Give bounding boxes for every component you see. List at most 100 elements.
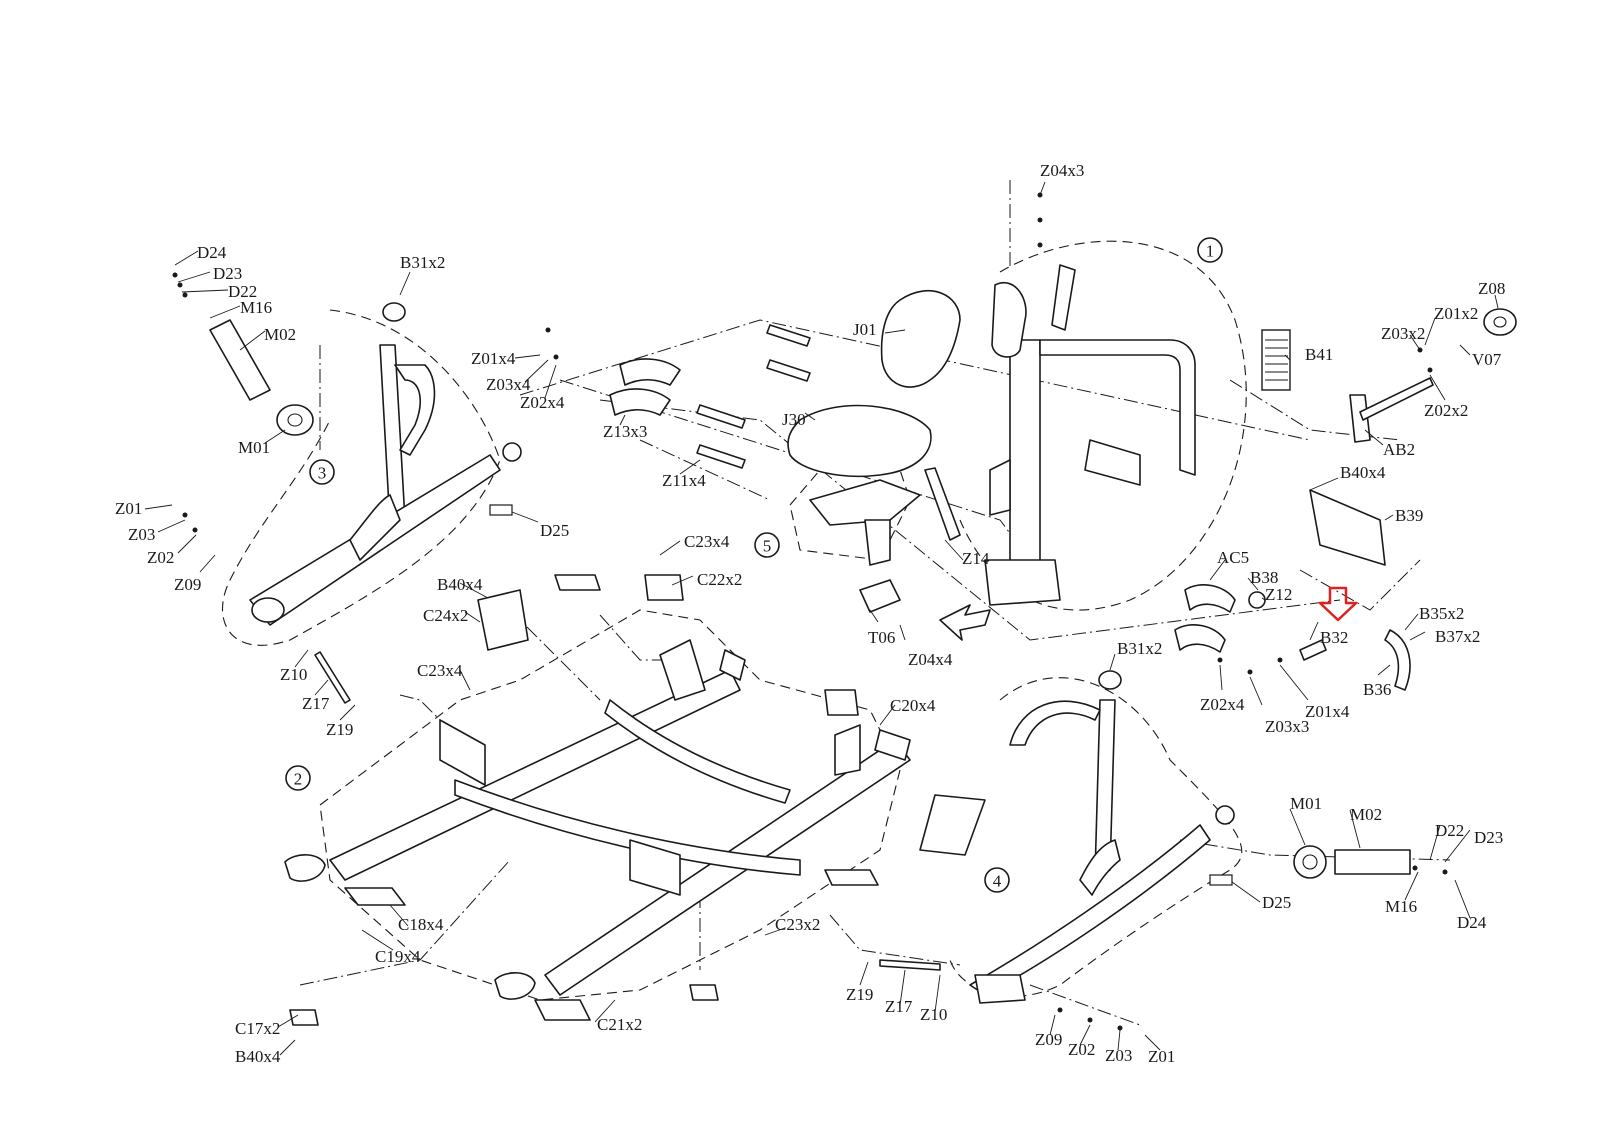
tube-cap bbox=[874, 729, 911, 761]
svg-text:2: 2 bbox=[294, 770, 303, 789]
foot-pad bbox=[344, 887, 406, 906]
axis-line bbox=[509, 609, 601, 701]
cover-plate bbox=[1309, 489, 1386, 566]
axis-line bbox=[599, 399, 1341, 641]
lever-arm bbox=[1174, 584, 1411, 691]
group-marker-5: 5 bbox=[754, 532, 780, 558]
label-c23x4-top: C23x4 bbox=[684, 532, 730, 551]
label-b31x2-top: B31x2 bbox=[400, 253, 445, 272]
label-z11x4: Z11x4 bbox=[662, 471, 706, 490]
label-z01x2: Z01x2 bbox=[1434, 304, 1478, 323]
tube-cap bbox=[824, 689, 859, 716]
spacer bbox=[1209, 874, 1233, 886]
label-t06: T06 bbox=[868, 628, 895, 647]
axis-line bbox=[399, 694, 446, 726]
group-marker-4: 4 bbox=[984, 867, 1010, 893]
label-c23x2: C23x2 bbox=[775, 915, 820, 934]
label-b36: B36 bbox=[1363, 680, 1391, 699]
foot-pad bbox=[289, 1009, 319, 1026]
label-b40x4-top: B40x4 bbox=[437, 575, 483, 594]
label-z02: Z02 bbox=[147, 548, 174, 567]
label-v07: V07 bbox=[1472, 350, 1502, 369]
label-z02-bottom: Z02 bbox=[1068, 1040, 1095, 1059]
pin bbox=[879, 959, 941, 971]
roller-pad bbox=[619, 358, 681, 386]
axis-line bbox=[519, 319, 1311, 441]
label-z03: Z03 bbox=[128, 525, 155, 544]
label-z10-left: Z10 bbox=[280, 665, 307, 684]
spacer bbox=[489, 504, 513, 516]
label-m16-bottom: M16 bbox=[1385, 897, 1417, 916]
svg-text:3: 3 bbox=[318, 464, 327, 483]
label-d23-bottom: D23 bbox=[1474, 828, 1503, 847]
label-z13x3: Z13x3 bbox=[603, 422, 647, 441]
axis-line bbox=[1299, 559, 1421, 611]
label-m02-bottom: M02 bbox=[1350, 805, 1382, 824]
label-b39: B39 bbox=[1395, 506, 1423, 525]
dowel bbox=[766, 324, 811, 347]
direction-arrow bbox=[939, 604, 991, 641]
part-labels: Z04x3 B41 Z08 Z01x2 Z03x2 V07 Z02x2 AB2 … bbox=[115, 161, 1505, 1066]
left-side-frame bbox=[249, 302, 522, 626]
label-z19-left: Z19 bbox=[326, 720, 353, 739]
label-b35x2: B35x2 bbox=[1419, 604, 1464, 623]
label-z01-bottom: Z01 bbox=[1148, 1047, 1175, 1066]
tube-cap bbox=[719, 649, 746, 681]
label-z01: Z01 bbox=[115, 499, 142, 518]
group-outline-5 bbox=[789, 469, 911, 561]
label-z08: Z08 bbox=[1478, 279, 1505, 298]
svg-text:5: 5 bbox=[763, 537, 772, 556]
label-z02x4-top: Z02x4 bbox=[520, 393, 565, 412]
end-cap bbox=[284, 854, 326, 882]
label-z10-bottom: Z10 bbox=[920, 1005, 947, 1024]
label-z09-bottom: Z09 bbox=[1035, 1030, 1062, 1049]
label-c17x2: C17x2 bbox=[235, 1019, 280, 1038]
foot-pad bbox=[534, 999, 591, 1021]
hardware-dots bbox=[172, 192, 1448, 1031]
label-b32: B32 bbox=[1320, 628, 1348, 647]
label-b40x4-bottom: B40x4 bbox=[235, 1047, 281, 1066]
label-j01: J01 bbox=[853, 320, 877, 339]
label-b40x4-right: B40x4 bbox=[1340, 463, 1386, 482]
label-d25-bottom: D25 bbox=[1262, 893, 1291, 912]
dowel bbox=[696, 444, 746, 469]
label-z01x4-top: Z01x4 bbox=[471, 349, 516, 368]
label-ab2: AB2 bbox=[1383, 440, 1415, 459]
label-c19x4: C19x4 bbox=[375, 947, 421, 966]
group-outline-3 bbox=[221, 309, 501, 646]
label-b31x2-bottom: B31x2 bbox=[1117, 639, 1162, 658]
label-z03x4: Z03x4 bbox=[486, 375, 531, 394]
label-z03-bottom: Z03 bbox=[1105, 1046, 1132, 1065]
label-c21x2: C21x2 bbox=[597, 1015, 642, 1034]
base-frame bbox=[329, 639, 911, 996]
label-z02x2: Z02x2 bbox=[1424, 401, 1468, 420]
label-b38: B38 bbox=[1250, 568, 1278, 587]
foot-pad bbox=[824, 869, 879, 886]
label-z04x3: Z04x3 bbox=[1040, 161, 1084, 180]
label-z01x4-bottom: Z01x4 bbox=[1305, 702, 1350, 721]
label-d22-top: D22 bbox=[228, 282, 257, 301]
roller-lower-right bbox=[1293, 845, 1411, 879]
label-b37x2: B37x2 bbox=[1435, 627, 1480, 646]
group-marker-1: 1 bbox=[1197, 237, 1223, 263]
label-b41: B41 bbox=[1305, 345, 1333, 364]
label-z02x4-bottom: Z02x4 bbox=[1200, 695, 1245, 714]
dowel bbox=[696, 404, 746, 429]
label-c23x4-left: C23x4 bbox=[417, 661, 463, 680]
foot-pad bbox=[689, 984, 719, 1001]
end-cap bbox=[494, 972, 536, 1000]
gas-spring bbox=[924, 467, 961, 541]
foot-pad bbox=[554, 574, 601, 591]
pin bbox=[314, 651, 351, 704]
label-c22x2: C22x2 bbox=[697, 570, 742, 589]
right-side-frame bbox=[969, 670, 1235, 1004]
label-d24-top: D24 bbox=[197, 243, 227, 262]
leader-lines bbox=[144, 181, 1499, 1056]
label-z03x3: Z03x3 bbox=[1265, 717, 1309, 736]
group-marker-2: 2 bbox=[285, 765, 311, 791]
tube-cap bbox=[644, 574, 684, 601]
label-z14: Z14 bbox=[962, 549, 990, 568]
label-z19-bottom: Z19 bbox=[846, 985, 873, 1004]
label-d23-top: D23 bbox=[213, 264, 242, 283]
